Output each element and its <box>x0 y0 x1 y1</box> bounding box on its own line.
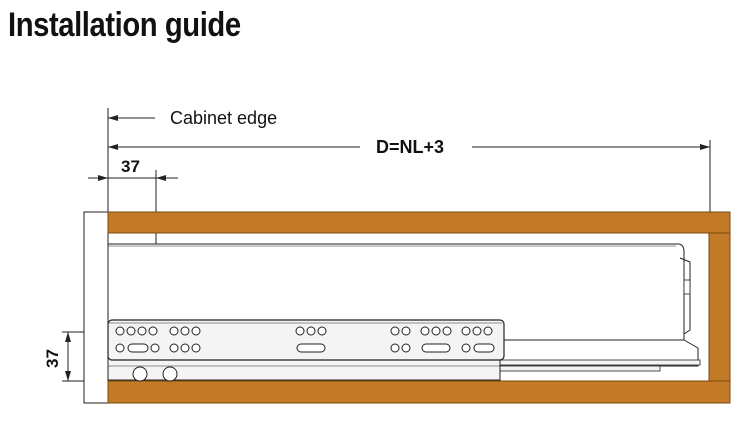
top-dimension-label: 37 <box>121 157 140 176</box>
hole-group <box>420 326 452 353</box>
drawer-runner <box>107 319 505 361</box>
cabinet-carcass <box>107 211 731 404</box>
depth-formula-label: D=NL+3 <box>376 137 444 157</box>
cabinet-front-panel <box>83 211 109 404</box>
drawer-box <box>107 243 699 367</box>
hole-group <box>115 326 160 353</box>
hole-group <box>295 326 327 353</box>
hole-group <box>461 326 495 353</box>
bottom-board <box>107 380 731 404</box>
cabinet-edge-label: Cabinet edge <box>170 108 277 128</box>
side-dimension-label: 37 <box>43 349 62 368</box>
cabinet-edge-dimension: Cabinet edge <box>107 108 277 215</box>
top-board <box>107 211 731 234</box>
page-title: Installation guide <box>8 6 241 44</box>
hole-group <box>390 326 411 353</box>
hole-group <box>169 326 201 353</box>
back-board <box>708 232 731 404</box>
